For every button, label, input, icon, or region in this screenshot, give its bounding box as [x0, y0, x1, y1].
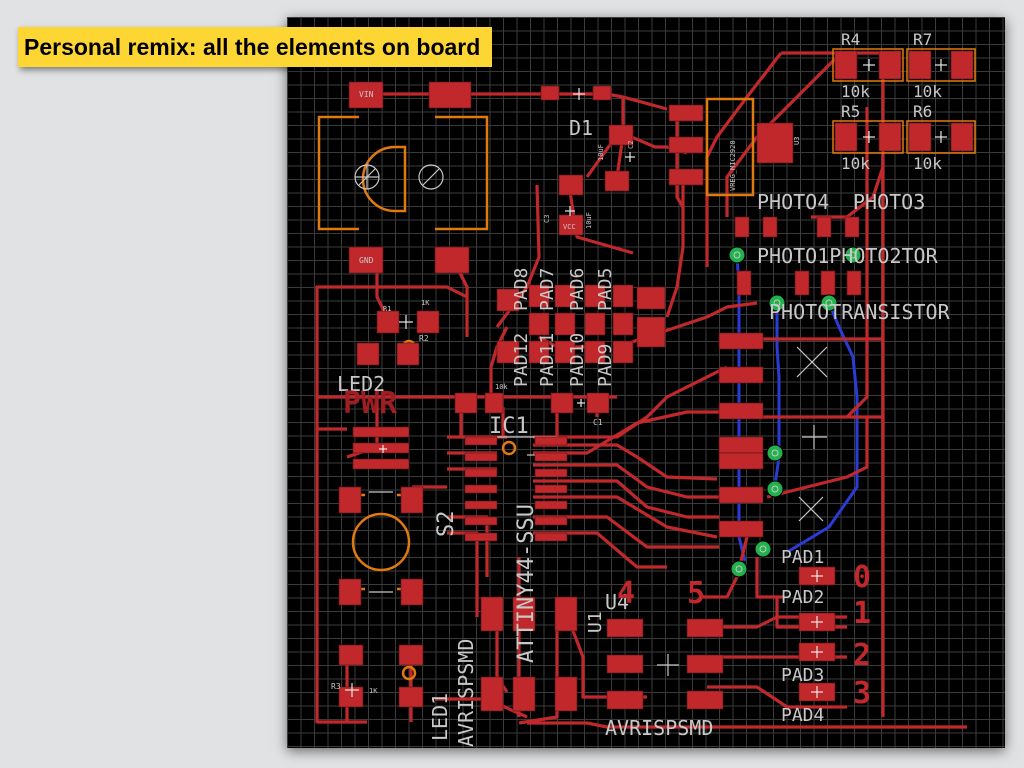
label-r7-value: 10k: [913, 82, 942, 101]
label-pad1: PAD1: [781, 547, 824, 568]
label-s2: S2: [434, 511, 459, 538]
label-10uf-b: 10uF: [585, 212, 593, 229]
label-10uf-a: 10uF: [597, 144, 605, 161]
label-avrisp-bottom: AVRISPSMD: [605, 716, 713, 740]
resistor-pads: [834, 50, 974, 152]
label-pad5: PAD5: [595, 268, 616, 311]
label-1k-b: 1K: [369, 687, 378, 695]
pad-number-4: 4: [617, 576, 635, 611]
label-u3: U3: [793, 137, 801, 145]
label-u1: U1: [585, 611, 606, 633]
label-10k: 10k: [495, 383, 508, 391]
label-r5-value: 10k: [841, 154, 870, 173]
pad-number-5: 5: [687, 576, 705, 611]
pcb-layout: D1 IC1 S2 U4 U1 LED1 LED2 ATTINY44-SSU A…: [315, 30, 976, 747]
slide-title: Personal remix: all the elements on boar…: [18, 27, 493, 67]
label-vcc: VCC: [563, 223, 576, 231]
label-pad8: PAD8: [511, 268, 532, 311]
label-ic1: IC1: [489, 414, 529, 439]
label-r3: R3: [331, 682, 341, 691]
label-pad10: PAD10: [567, 333, 588, 387]
pad-number-0: 0: [853, 560, 871, 595]
label-c3: C3: [543, 215, 551, 223]
label-pad2: PAD2: [781, 587, 824, 608]
label-r6-value: 10k: [913, 154, 942, 173]
label-led2: LED2: [337, 372, 385, 396]
label-pad12: PAD12: [511, 333, 532, 387]
label-pad11: PAD11: [537, 333, 558, 387]
pad-number-1: 1: [853, 596, 871, 631]
label-1k-a: 1K: [421, 299, 430, 307]
label-photo4: PHOTO4: [757, 190, 829, 214]
label-led1: LED1: [428, 693, 452, 741]
label-d1: D1: [569, 116, 593, 140]
via-holes: [733, 251, 857, 573]
label-r7: R7: [913, 30, 932, 49]
pad-numbers: 0 1 2 3 4 5: [617, 560, 871, 711]
label-r4: R4: [841, 30, 860, 49]
board-view: D1 IC1 S2 U4 U1 LED1 LED2 ATTINY44-SSU A…: [287, 17, 1005, 748]
vias: [728, 246, 862, 578]
label-attiny: ATTINY44-SSU: [514, 504, 539, 663]
label-r6: R6: [913, 102, 932, 121]
label-r4-value: 10k: [841, 82, 870, 101]
label-r5: R5: [841, 102, 860, 121]
label-pad6: PAD6: [567, 268, 588, 311]
label-photo-row3: PHOTOTRANSISTOR: [769, 300, 951, 324]
silkscreen-text: D1 IC1 S2 U4 U1 LED1 LED2 ATTINY44-SSU A…: [331, 30, 951, 747]
resistor-bodies: [832, 48, 976, 154]
pad-crosses: [345, 59, 947, 698]
label-pad4: PAD4: [781, 705, 824, 726]
label-r2: R2: [419, 334, 429, 343]
label-pad7: PAD7: [537, 268, 558, 311]
label-photo-row2: PHOTO1PHOTO2TOR: [757, 244, 939, 268]
label-avrisp-vertical: AVRISPSMD: [454, 639, 478, 747]
label-u4: U4: [605, 590, 629, 614]
label-vreg: VREG_MIC2920: [729, 140, 737, 191]
label-c2: C2: [627, 141, 635, 149]
smd-pads: [338, 81, 862, 712]
label-pad3: PAD3: [781, 665, 824, 686]
label-photo3: PHOTO3: [853, 190, 925, 214]
component-outlines: [317, 97, 755, 681]
label-vin: VIN: [359, 90, 374, 99]
pad-number-3: 3: [853, 676, 871, 711]
label-gnd: GND: [359, 256, 374, 265]
label-pwr: PWR: [343, 386, 398, 421]
label-pad9: PAD9: [595, 344, 616, 387]
pad-number-2: 2: [853, 638, 871, 673]
label-r1: R1: [383, 305, 391, 313]
label-c1: C1: [593, 418, 603, 427]
